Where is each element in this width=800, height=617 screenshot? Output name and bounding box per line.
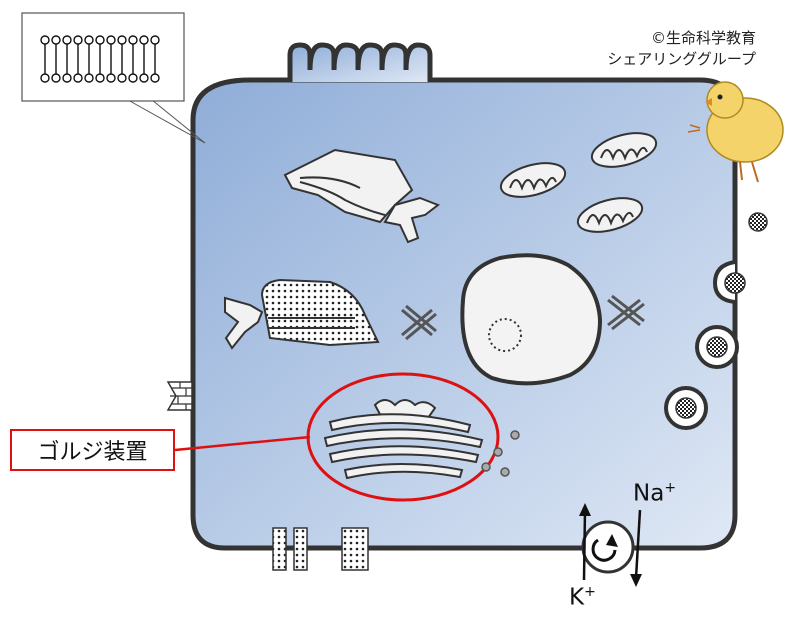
- copyright-line1: ©生命科学教育: [650, 29, 756, 47]
- golgi-highlight: [174, 372, 500, 502]
- potassium-text: K: [569, 584, 585, 611]
- sodium-charge: +: [664, 480, 677, 496]
- rough-er-icon: [283, 148, 441, 244]
- copyright-notice: ©生命科学教育 シェアリンググループ: [607, 28, 756, 70]
- golgi-icon: [323, 399, 484, 480]
- smooth-er-icon: [224, 278, 380, 350]
- gap-junction-icon: [272, 527, 369, 571]
- potassium-label: K+: [569, 584, 596, 611]
- golgi-label: ゴルジ装置: [10, 429, 175, 471]
- phospholipid-bilayer-icon: [21, 12, 206, 144]
- chick-illustration: [687, 81, 784, 183]
- mitochondria-icon: [499, 132, 658, 233]
- vesicle-icon: [481, 430, 520, 477]
- nucleus-icon: [460, 253, 603, 386]
- copyright-line2: シェアリンググループ: [607, 50, 756, 68]
- desmosome-icon: [166, 381, 193, 411]
- centriole-icon: [401, 294, 645, 341]
- endocytosis-icon: [664, 212, 768, 430]
- sodium-potassium-pump-icon: [579, 503, 642, 587]
- sodium-label: Na+: [633, 480, 676, 507]
- microvilli-icon: [287, 42, 433, 82]
- potassium-charge: +: [584, 584, 596, 600]
- sodium-text: Na: [633, 480, 665, 507]
